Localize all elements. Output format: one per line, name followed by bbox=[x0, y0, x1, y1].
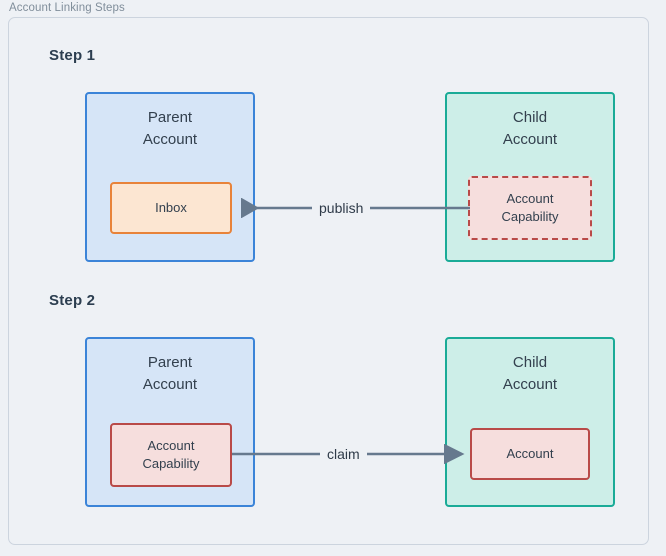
step-1-child-account-title: Child Account bbox=[502, 109, 558, 148]
claim-edge-label: claim bbox=[320, 445, 367, 463]
step-1-label: Step 1 bbox=[49, 47, 96, 64]
step-2-account-box: Account bbox=[470, 428, 590, 480]
step-1-account-capability-box: Account Capability bbox=[468, 176, 592, 240]
step-1-parent-account-title: Parent Account bbox=[142, 109, 198, 148]
step-2-parent-account-title: Parent Account bbox=[142, 354, 198, 393]
publish-edge-label: publish bbox=[312, 199, 371, 217]
step-2-label: Step 2 bbox=[49, 292, 96, 309]
step-1-parent-account-box: Parent Account bbox=[85, 92, 255, 262]
step-1-publish-edge: publish bbox=[232, 197, 470, 219]
step-2-claim-edge: claim bbox=[232, 443, 472, 465]
step-2-child-account-box: Child Account bbox=[445, 337, 615, 507]
step-2-child-account-title: Child Account bbox=[502, 354, 558, 393]
panel-title: Account Linking Steps bbox=[9, 2, 125, 14]
step-1-inbox-box: Inbox bbox=[110, 182, 232, 234]
step-2-account-capability-box: Account Capability bbox=[110, 423, 232, 487]
